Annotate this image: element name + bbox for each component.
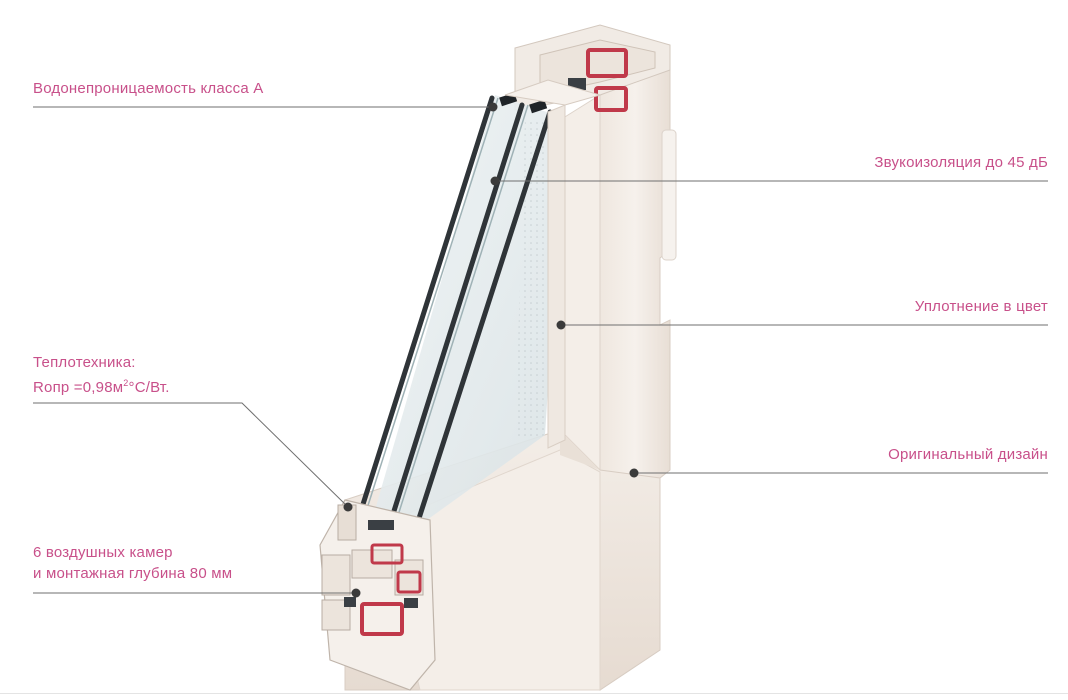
triple-glazing: [355, 92, 565, 543]
bottom-divider: [0, 693, 1068, 694]
callout-chambers-line1: 6 воздушных камер: [33, 544, 173, 561]
leader-thermo: [33, 402, 349, 508]
callout-air-chambers: 6 воздушных камер и монтажная глубина 80…: [33, 542, 232, 584]
callout-thermal-value: Rопр =0,98м2°С/Вт.: [33, 373, 170, 398]
callout-original-design: Оригинальный дизайн: [888, 446, 1048, 463]
callout-chambers-line2: и монтажная глубина 80 мм: [33, 565, 233, 582]
leader-dots: [343, 102, 639, 598]
thermal-value-exponent: 2: [123, 378, 129, 388]
callout-water-resistance: Водонепроницаемость класса А: [33, 80, 264, 97]
sash-profile: [504, 79, 602, 449]
callout-sound-insulation: Звукоизоляция до 45 дБ: [874, 154, 1048, 171]
thermal-value-unit: °С/Вт.: [128, 379, 170, 396]
profile-chambers: [319, 499, 436, 691]
callout-colored-seal: Уплотнение в цвет: [914, 298, 1048, 315]
thermal-value-main: Rопр =0,98м: [33, 379, 124, 396]
callout-thermal: Теплотехника: Rопр =0,98м2°С/Вт.: [33, 352, 170, 398]
leader-lines: [33, 106, 1048, 594]
callout-thermal-title: Теплотехника:: [33, 354, 136, 371]
